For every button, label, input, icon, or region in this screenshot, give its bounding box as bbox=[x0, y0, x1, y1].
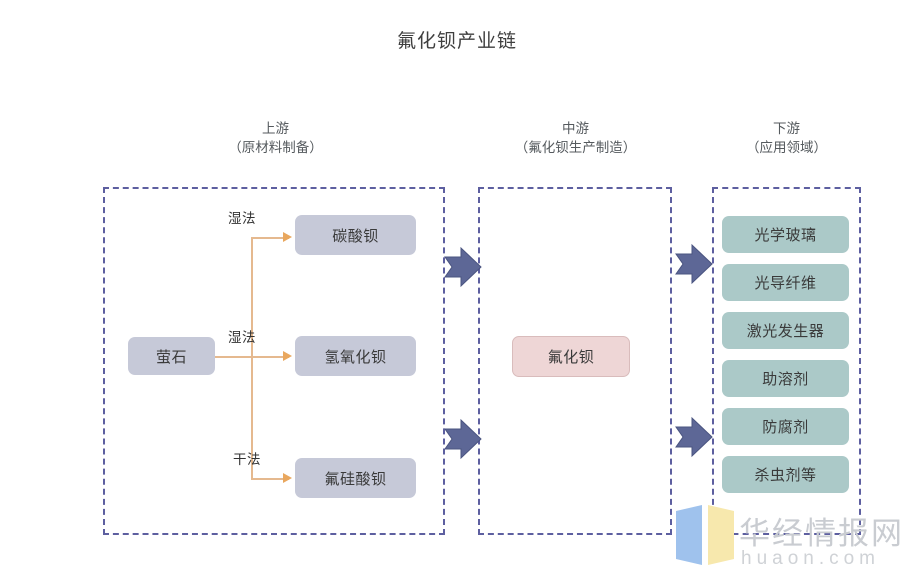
zone-upstream bbox=[103, 187, 445, 535]
connector-trunk-vertical bbox=[251, 237, 253, 479]
column-header-midstream: 中游 （氟化钡生产制造） bbox=[483, 119, 668, 157]
watermark-domain: huaon.com bbox=[741, 548, 881, 569]
process-label-2: 湿法 bbox=[228, 330, 256, 345]
node-cosolvent[interactable]: 助溶剂 bbox=[722, 360, 849, 397]
node-fluorite[interactable]: 萤石 bbox=[128, 337, 215, 375]
huaon-logo-icon bbox=[672, 503, 742, 569]
node-barium-carbonate[interactable]: 碳酸钡 bbox=[295, 215, 416, 255]
node-optical-glass[interactable]: 光学玻璃 bbox=[722, 216, 849, 253]
connector-source-to-trunk bbox=[215, 356, 252, 358]
watermark-brand: 华经情报网 bbox=[739, 516, 904, 551]
column-header-downstream-line2: （应用领域） bbox=[746, 140, 827, 155]
column-header-midstream-line2: （氟化钡生产制造） bbox=[514, 140, 637, 155]
stage-arrow-mid-to-down-bottom-icon bbox=[674, 416, 714, 458]
page-title: 氟化钡产业链 bbox=[396, 31, 517, 52]
node-barium-fluorosilicate[interactable]: 氟硅酸钡 bbox=[295, 458, 416, 498]
node-pesticide-etc[interactable]: 杀虫剂等 bbox=[722, 456, 849, 493]
column-header-downstream: 下游 （应用领域） bbox=[694, 119, 879, 157]
column-header-upstream-line1: 上游 bbox=[262, 121, 289, 136]
connector-trunk-to-product-1 bbox=[251, 237, 289, 239]
process-label-1: 湿法 bbox=[228, 211, 256, 226]
flow-arrow-to-product-1-icon bbox=[283, 232, 292, 242]
node-optical-fiber[interactable]: 光导纤维 bbox=[722, 264, 849, 301]
column-header-upstream-line2: （原材料制备） bbox=[228, 140, 323, 155]
zone-midstream bbox=[478, 187, 672, 535]
flow-arrow-to-product-3-icon bbox=[283, 473, 292, 483]
stage-arrow-up-to-mid-top-icon bbox=[443, 246, 483, 288]
column-header-midstream-line1: 中游 bbox=[562, 121, 589, 136]
connector-trunk-to-product-2 bbox=[251, 356, 289, 358]
flow-arrow-to-product-2-icon bbox=[283, 351, 292, 361]
stage-arrow-mid-to-down-top-icon bbox=[674, 243, 714, 285]
zone-downstream bbox=[712, 187, 861, 535]
stage-arrow-up-to-mid-bottom-icon bbox=[443, 418, 483, 460]
node-barium-fluoride[interactable]: 氟化钡 bbox=[512, 336, 630, 377]
process-label-3: 干法 bbox=[233, 452, 261, 467]
node-barium-hydroxide[interactable]: 氢氧化钡 bbox=[295, 336, 416, 376]
connector-trunk-to-product-3 bbox=[251, 478, 289, 480]
node-laser-generator[interactable]: 激光发生器 bbox=[722, 312, 849, 349]
column-header-upstream: 上游 （原材料制备） bbox=[183, 119, 368, 157]
node-preservative[interactable]: 防腐剂 bbox=[722, 408, 849, 445]
column-header-downstream-line1: 下游 bbox=[773, 121, 800, 136]
